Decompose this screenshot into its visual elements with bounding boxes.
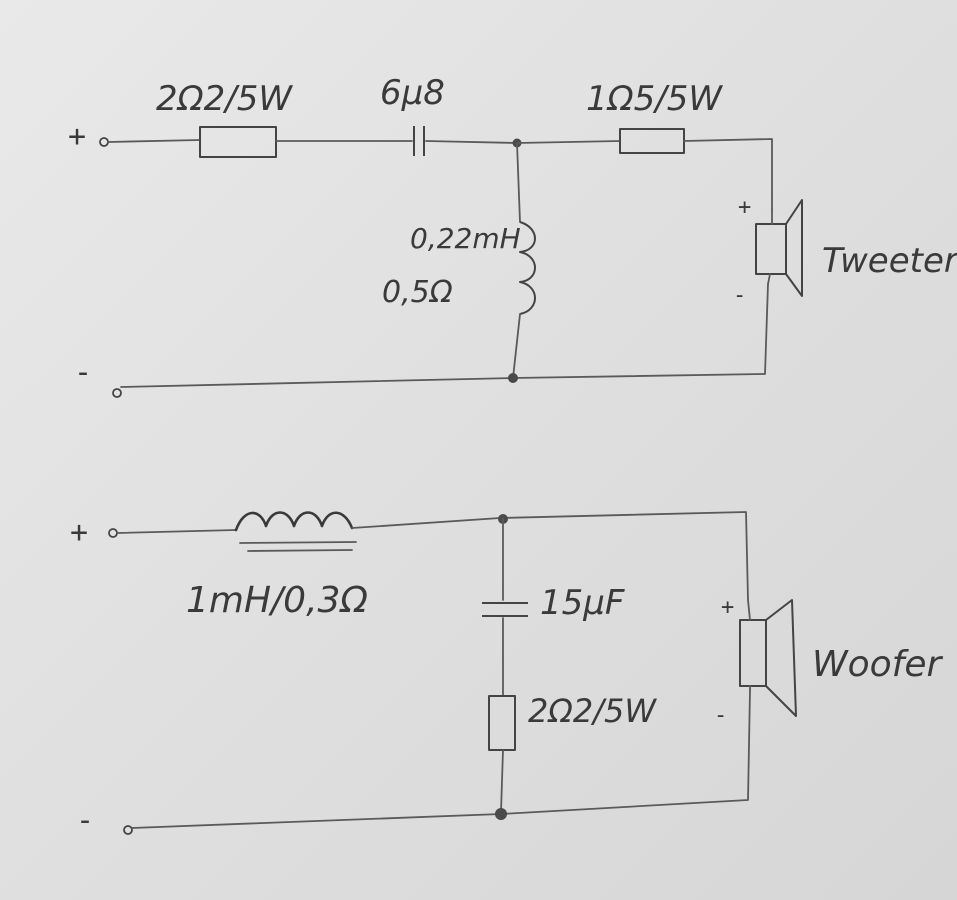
tweeter-shunt-wire-upper (516, 142, 521, 223)
tweeter-speaker-lead (767, 209, 773, 285)
woofer-wire-bottom (131, 689, 751, 829)
tweeter-r2-label: 1Ω5/5W (586, 79, 723, 119)
tweeter-speaker-body (755, 223, 787, 275)
tweeter-r1-label: 2Ω2/5W (156, 79, 293, 119)
tweeter-l1-value-label: 0,22mH (410, 222, 521, 255)
woofer-minus-terminal (123, 825, 133, 835)
tweeter-speaker-plus: + (738, 195, 751, 220)
tweeter-node-bottom (508, 373, 518, 383)
woofer-circuit: + - + - 1mH/0,3Ω 15µF 2Ω2/5W Woofer (70, 511, 943, 838)
woofer-speaker-plus: + (721, 595, 734, 620)
woofer-node-bottom (495, 808, 507, 820)
woofer-minus-sign: - (76, 803, 94, 838)
tweeter-wire-top-4 (516, 140, 621, 144)
woofer-capacitor-c1 (482, 602, 528, 617)
tweeter-speaker-label: Tweeter (822, 241, 957, 281)
woofer-resistor-r1 (488, 695, 516, 751)
tweeter-wire-top-1 (107, 139, 201, 143)
tweeter-inductor-l1 (519, 221, 536, 315)
woofer-speaker-lead (747, 599, 751, 691)
woofer-plus-terminal (108, 528, 118, 538)
woofer-shunt-wire-3 (500, 749, 504, 813)
tweeter-c1-label: 6µ8 (380, 73, 445, 113)
tweeter-shunt-wire-lower (512, 313, 521, 379)
tweeter-wire-bottom (120, 283, 769, 388)
tweeter-resistor-r2 (619, 128, 685, 154)
tweeter-speaker-cone (785, 199, 803, 297)
tweeter-circuit: + - + - 2Ω2/5W 6µ8 1Ω5/5W 0,22mH (68, 73, 957, 398)
woofer-c1-label: 15µF (540, 583, 625, 623)
tweeter-plus-sign: + (68, 119, 86, 154)
woofer-wire-top-2 (351, 511, 749, 601)
tweeter-minus-terminal (112, 388, 122, 398)
woofer-r1-label: 2Ω2/5W (528, 692, 657, 730)
woofer-plus-sign: + (70, 515, 88, 550)
tweeter-l1-resistance-label: 0,5Ω (382, 275, 453, 310)
tweeter-capacitor-c1 (413, 126, 425, 156)
woofer-speaker-cone (765, 599, 797, 717)
tweeter-wire-top-3 (425, 140, 518, 144)
woofer-l1-label: 1mH/0,3Ω (186, 580, 368, 621)
tweeter-plus-terminal (99, 137, 109, 147)
woofer-inductor-l1 (234, 511, 354, 532)
woofer-inductor-core (239, 541, 357, 552)
woofer-speaker-label: Woofer (812, 644, 943, 685)
woofer-speaker-body (739, 619, 767, 687)
tweeter-resistor-r1 (199, 126, 277, 158)
woofer-wire-top-1 (116, 529, 237, 534)
woofer-speaker-minus: - (714, 703, 727, 728)
tweeter-speaker-minus: - (733, 283, 746, 308)
tweeter-minus-sign: - (74, 355, 92, 390)
tweeter-wire-top-5 (683, 138, 773, 211)
